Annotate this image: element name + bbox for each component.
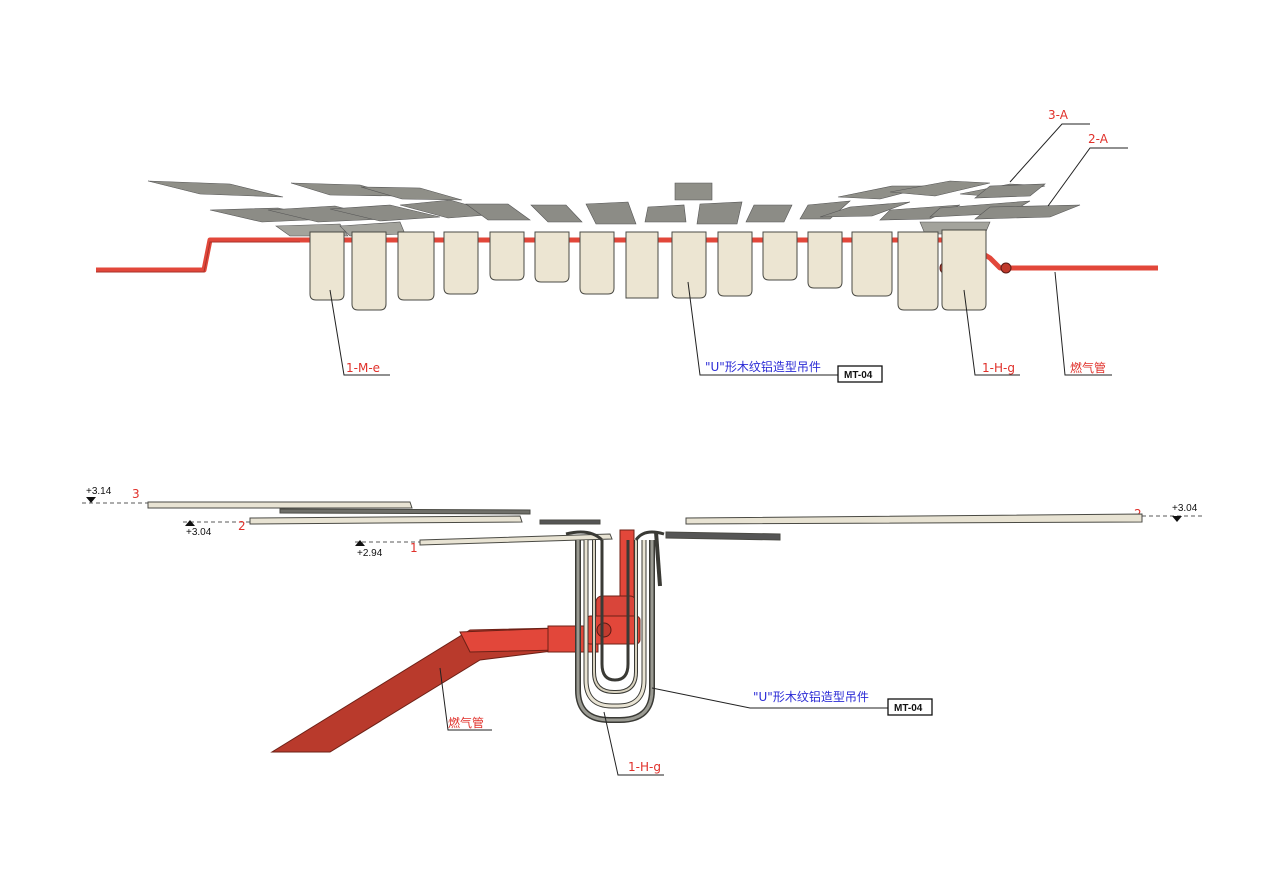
level-3-14: +3.14 xyxy=(86,486,112,497)
label-1-h-g-section: 1-H-g xyxy=(628,760,661,774)
ceiling-panels-back xyxy=(147,180,1046,201)
layer-2-left: 2 xyxy=(238,519,246,533)
section-view: +3.14 3 +3.04 2 +2.94 1 +3.04 2 xyxy=(82,486,1205,776)
top-view: 3-A 2-A 1-M-e "U"形木纹铝造型吊件 MT-04 1-H-g 燃气… xyxy=(96,108,1158,383)
ceiling-panels-mid xyxy=(209,199,1081,225)
label-gas-pipe-section: 燃气管 xyxy=(448,715,484,730)
label-gas-pipe-top: 燃气管 xyxy=(1070,360,1106,375)
tag-mt04-box xyxy=(837,365,883,383)
tag-mt04-box-section xyxy=(887,698,933,716)
tag-mt04-section: MT-04 xyxy=(894,703,923,714)
layer-3-left: 3 xyxy=(132,487,140,501)
level-3-04-right: +3.04 xyxy=(1172,503,1198,514)
u-hangers-section xyxy=(565,530,665,723)
section-panels xyxy=(147,501,1143,546)
level-markers-right: +3.04 2 xyxy=(1134,503,1205,522)
label-u-hanger: "U"形木纹铝造型吊件 xyxy=(705,359,821,374)
tag-mt04: MT-04 xyxy=(844,370,873,381)
level-markers-left: +3.14 3 +3.04 2 +2.94 1 xyxy=(82,486,420,559)
label-3a: 3-A xyxy=(1048,108,1069,122)
label-1-h-g: 1-H-g xyxy=(982,361,1015,375)
layer-1-left: 1 xyxy=(410,541,418,555)
label-1-m-e: 1-M-e xyxy=(346,361,380,375)
label-u-hanger-section: "U"形木纹铝造型吊件 xyxy=(753,689,869,704)
u-hangers-top xyxy=(309,229,987,311)
section-annotations: 燃气管 "U"形木纹铝造型吊件 MT-04 1-H-g xyxy=(439,667,933,776)
label-2a: 2-A xyxy=(1088,132,1109,146)
level-2-94: +2.94 xyxy=(357,548,383,559)
level-3-04-left: +3.04 xyxy=(186,527,212,538)
top-annotations: 3-A 2-A 1-M-e "U"形木纹铝造型吊件 MT-04 1-H-g 燃气… xyxy=(329,108,1128,383)
ceiling-panels-right xyxy=(974,183,1046,199)
